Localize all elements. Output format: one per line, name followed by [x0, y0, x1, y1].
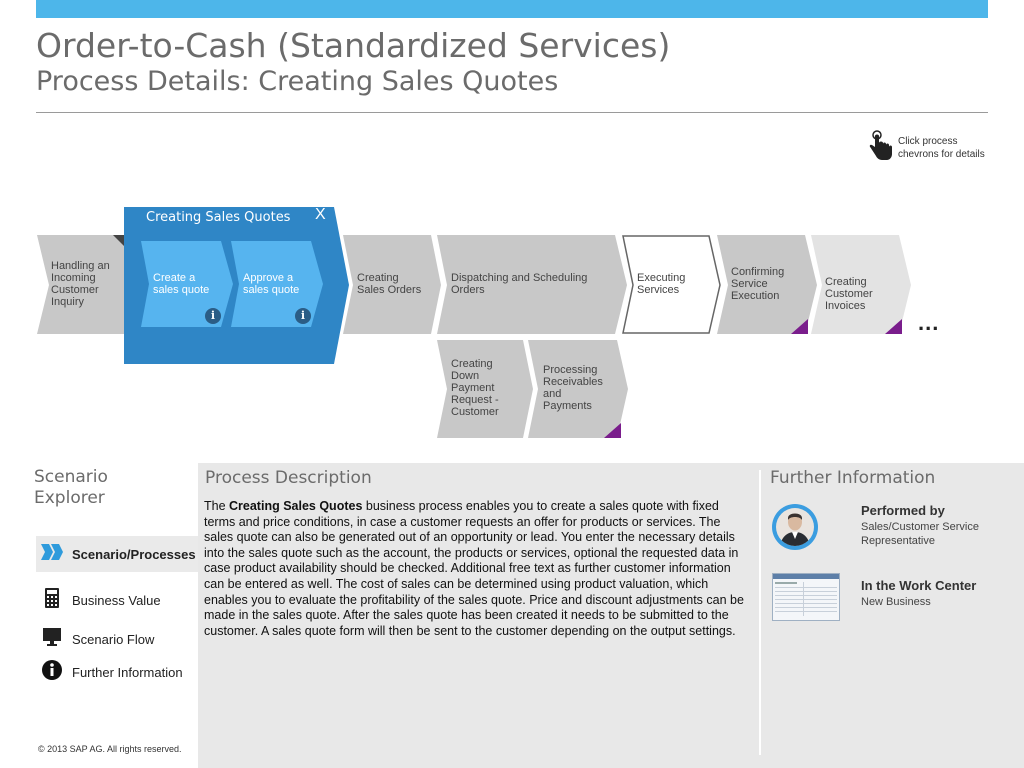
chevron-dispatching-scheduling[interactable]	[437, 235, 627, 335]
close-button[interactable]: X	[315, 206, 326, 223]
chevron-label-dispatching: Dispatching and Scheduling Orders	[451, 272, 588, 296]
nav-scenario-processes[interactable]: Scenario/Processes	[36, 536, 198, 572]
chevron-creating-invoices[interactable]	[811, 235, 911, 335]
nav-label: Scenario Flow	[72, 631, 155, 647]
chevron-confirming-service[interactable]	[717, 235, 817, 335]
avatar	[772, 504, 818, 550]
chevron-label-invoices: Creating Customer Invoices	[825, 276, 873, 312]
chevrons-right-icon	[40, 543, 64, 565]
chevron-label-handling-inquiry: Handling an Incoming Customer Inquiry	[51, 260, 110, 308]
hand-pointer-icon	[869, 130, 892, 160]
page-title: Order-to-Cash (Standardized Services)	[36, 26, 671, 65]
process-description-title: Process Description	[205, 468, 372, 488]
hint-line-1: Click process	[898, 136, 958, 147]
step-create-sales-quote[interactable]	[141, 241, 233, 327]
further-information-title: Further Information	[770, 468, 936, 488]
work-center-value[interactable]: New Business	[861, 596, 931, 608]
step-label-create: Create a sales quote	[153, 272, 210, 296]
nav-label: Further Information	[72, 664, 183, 680]
details-panel	[198, 463, 1024, 768]
nav-business-value[interactable]: Business Value	[36, 582, 198, 618]
scenario-explorer-title: Scenario Explorer	[34, 467, 108, 508]
page-subtitle: Process Details: Creating Sales Quotes	[36, 66, 559, 97]
monitor-icon	[40, 627, 64, 652]
chevron-handling-inquiry[interactable]	[37, 235, 137, 335]
panel-separator	[759, 470, 761, 755]
header-divider	[36, 112, 988, 113]
chevron-creating-sales-orders[interactable]	[343, 235, 441, 335]
nav-further-information[interactable]: Further Information	[36, 654, 198, 690]
info-icon[interactable]: i	[295, 308, 311, 324]
hint-text: Click process chevrons for details	[898, 135, 998, 161]
performed-by-label: Performed by	[861, 503, 945, 518]
nav-scenario-flow[interactable]: Scenario Flow	[36, 621, 198, 657]
copyright: © 2013 SAP AG. All rights reserved.	[38, 744, 182, 754]
work-center-thumbnail	[772, 573, 840, 621]
top-accent-bar	[36, 0, 988, 18]
more-processes-indicator[interactable]: ...	[918, 310, 940, 335]
hint-line-2: chevrons for details	[898, 149, 985, 160]
chevron-label-sales-orders: Creating Sales Orders	[357, 272, 422, 296]
chevron-executing-services[interactable]	[622, 235, 722, 335]
info-icon[interactable]: i	[205, 308, 221, 324]
chevron-label-receivables: Processing Receivables and Payments	[543, 364, 603, 412]
process-description-text: The Creating Sales Quotes business proce…	[204, 499, 744, 638]
calculator-icon	[40, 587, 64, 613]
nav-label: Scenario/Processes	[72, 546, 196, 562]
step-approve-sales-quote[interactable]	[231, 241, 323, 327]
info-icon	[40, 659, 64, 685]
performed-by-value-1: Sales/Customer Service	[861, 521, 979, 533]
performed-by-value-2: Representative	[861, 535, 935, 547]
work-center-label: In the Work Center	[861, 578, 977, 593]
nav-label: Business Value	[72, 592, 161, 608]
selected-process-title: Creating Sales Quotes	[146, 210, 291, 225]
chevron-label-executing: Executing Services	[637, 272, 686, 296]
chevron-label-confirming: Confirming Service Execution	[731, 266, 785, 302]
chevron-down-payment-request[interactable]	[437, 340, 533, 439]
chevron-label-down-payment: Creating Down Payment Request - Customer	[451, 358, 499, 418]
step-label-approve: Approve a sales quote	[243, 272, 300, 296]
chevron-processing-receivables[interactable]	[528, 340, 628, 439]
process-name-bold: Creating Sales Quotes	[229, 499, 363, 513]
performed-by-section: Performed by Sales/Customer Service Repr…	[861, 503, 979, 548]
work-center-section: In the Work Center New Business	[861, 578, 976, 609]
